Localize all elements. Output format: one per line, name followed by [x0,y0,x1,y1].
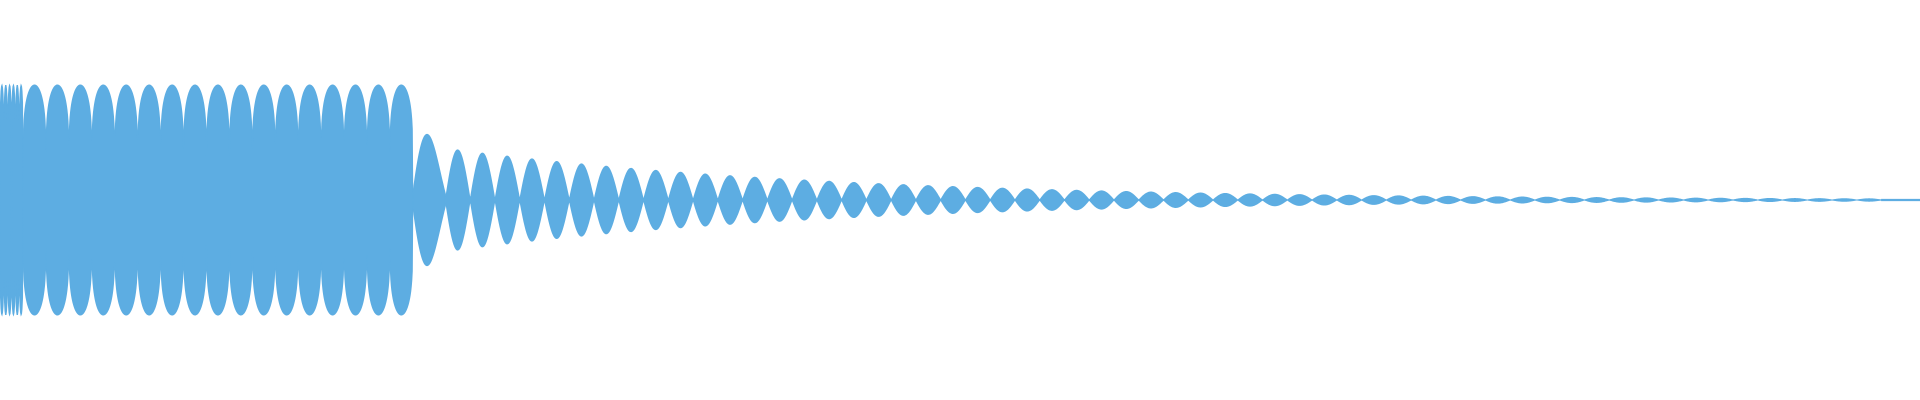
waveform-shape-group [0,83,1920,317]
